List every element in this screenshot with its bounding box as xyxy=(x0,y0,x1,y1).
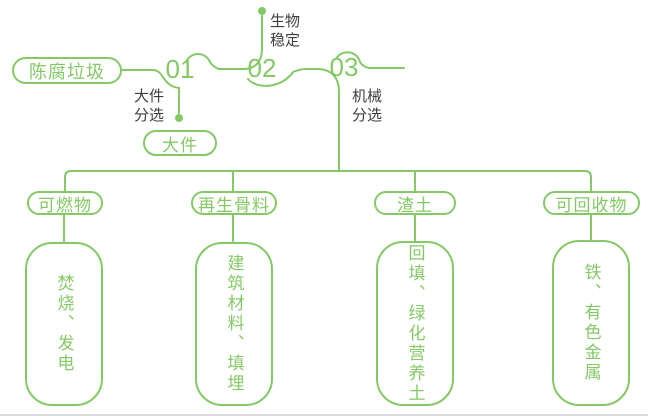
trunk-line xyxy=(64,170,592,192)
branch-node-recycled-aggregate: 再生骨料 xyxy=(191,191,277,215)
bulky-output-node: 大件 xyxy=(143,130,217,156)
process-label-mechanical-sorting: 机械 分选 xyxy=(352,88,383,124)
result-text-metals: 铁、有色金属 xyxy=(581,263,601,383)
result-box-metals: 铁、有色金属 xyxy=(552,240,630,406)
milestone-number-01: 01 xyxy=(165,54,195,84)
result-text-incineration: 焚烧、发电 xyxy=(54,274,74,374)
process-label-bulky-sorting: 大件 分选 xyxy=(134,88,165,124)
page-bottom-divider xyxy=(0,414,648,416)
milestone-number-02: 02 xyxy=(247,53,277,83)
connector-dot-bulky xyxy=(175,114,183,122)
process-label-bio-stabilization: 生物 稳定 xyxy=(270,13,301,49)
result-text-backfill: 回填、绿化营养土 xyxy=(405,243,425,404)
connector-dot-bio xyxy=(258,7,266,15)
milestone-number-03: 03 xyxy=(329,52,359,82)
source-node: 陈腐垃圾 xyxy=(12,57,122,84)
branch-node-slag-soil: 渣土 xyxy=(374,191,456,215)
result-box-backfill: 回填、绿化营养土 xyxy=(376,241,454,406)
result-box-incineration: 焚烧、发电 xyxy=(25,242,103,406)
swoosh-02-to-branch xyxy=(247,68,340,172)
branch-node-recyclables: 可回收物 xyxy=(543,191,640,215)
branch-node-combustibles: 可燃物 xyxy=(27,191,103,215)
result-text-construction-material: 建筑材料、填埋 xyxy=(224,254,244,394)
result-box-construction-material: 建筑材料、填埋 xyxy=(195,242,273,406)
